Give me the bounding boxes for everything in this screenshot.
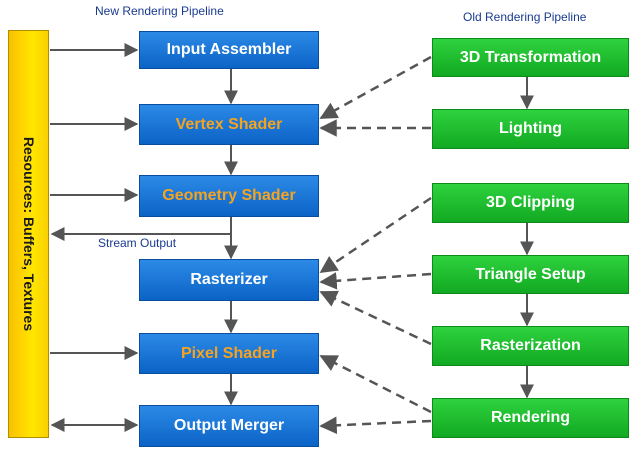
rendering-to-pixel-shader-dashed [319, 354, 432, 414]
transformation-to-vertex-shader-dashed [319, 55, 432, 120]
stage-output-merger: Output Merger [139, 405, 319, 447]
old-pipeline-title: Old Rendering Pipeline [463, 10, 587, 24]
stage-3d-transformation: 3D Transformation [432, 38, 629, 77]
stage-3d-clipping: 3D Clipping [432, 183, 629, 223]
stream-output-label: Stream Output [98, 236, 177, 250]
stage-geometry-shader: Geometry Shader [139, 175, 319, 217]
triangle-setup-to-rasterizer-dashed [319, 272, 432, 290]
stage-rendering: Rendering [432, 398, 629, 438]
stage-input-assembler: Input Assembler [139, 31, 319, 69]
stage-pixel-shader: Pixel Shader [139, 333, 319, 374]
clipping-to-rasterizer-dashed [319, 196, 432, 274]
stage-rasterization: Rasterization [432, 326, 629, 366]
rendering-to-output-merger-dashed [319, 416, 432, 435]
stage-triangle-setup: Triangle Setup [432, 255, 629, 294]
new-pipeline-title: New Rendering Pipeline [95, 4, 224, 18]
stage-rasterizer: Rasterizer [139, 259, 319, 301]
stage-vertex-shader: Vertex Shader [139, 104, 319, 145]
rasterization-to-rasterizer-dashed [319, 290, 432, 346]
resources-bar: Resources: Buffers, Textures [8, 30, 49, 438]
stage-lighting: Lighting [432, 109, 629, 149]
